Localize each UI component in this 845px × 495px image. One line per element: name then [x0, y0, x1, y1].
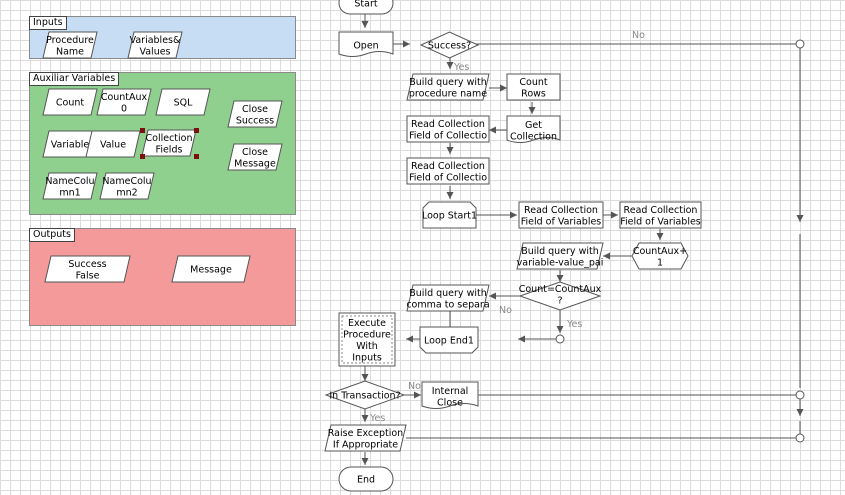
label-transaction-yes: Yes: [369, 413, 385, 424]
flow-success-decision[interactable]: Success?: [419, 31, 480, 59]
var-value[interactable]: Value: [85, 130, 141, 158]
flow-countaux-increment[interactable]: CountAux+1: [631, 242, 689, 270]
flow-open-label: Open: [353, 41, 378, 52]
label-transaction-no: No: [408, 381, 421, 392]
flow-count-equals-decision-label: Count=CountAux?: [519, 284, 602, 307]
flow-in-transaction-decision-label: In Transaction?: [329, 391, 400, 402]
flow-loop-end[interactable]: Loop End1: [419, 326, 479, 354]
flow-count-equals-decision[interactable]: Count=CountAux?: [518, 281, 602, 311]
flow-open[interactable]: Open: [338, 31, 394, 57]
label-count-yes: Yes: [566, 319, 582, 330]
label-success-no: No: [632, 30, 645, 41]
junction-internal-close[interactable]: [795, 390, 805, 400]
junction-loop-yes[interactable]: [555, 334, 565, 344]
var-sql[interactable]: SQL: [155, 88, 211, 116]
junction-raise-exception[interactable]: [795, 433, 805, 443]
flow-start-label: Start: [354, 0, 377, 10]
flow-loop-end-label: Loop End1: [424, 336, 474, 347]
var-message[interactable]: Message: [171, 255, 251, 283]
var-variables-values[interactable]: Variables&Values: [127, 31, 183, 59]
flow-in-transaction-decision[interactable]: In Transaction?: [324, 380, 406, 410]
var-message-label: Message: [190, 265, 232, 276]
var-variables-values-label: Variables&Values: [130, 35, 181, 58]
var-variable-label: Variable: [51, 140, 90, 151]
var-count[interactable]: Count: [42, 88, 98, 116]
var-value-label: Value: [100, 140, 126, 151]
var-sql-label: SQL: [174, 98, 194, 109]
flow-start[interactable]: Start: [338, 0, 394, 15]
junction-success-no[interactable]: [795, 39, 805, 49]
flow-loop-start-label: Loop Start1: [422, 211, 477, 222]
inputs-panel-title: Inputs: [29, 16, 67, 30]
aux-panel-title: Auxiliar Variables: [29, 72, 120, 86]
var-count-label: Count: [56, 98, 84, 109]
flow-end-label: End: [357, 475, 375, 486]
flow-countaux-increment-label: CountAux+1: [633, 246, 687, 269]
label-count-no: No: [499, 305, 512, 316]
flow-loop-start[interactable]: Loop Start1: [422, 201, 477, 229]
flow-end[interactable]: End: [338, 466, 394, 492]
label-success-yes: Yes: [453, 62, 469, 73]
outputs-panel-title: Outputs: [29, 228, 75, 242]
flow-success-decision-label: Success?: [428, 41, 471, 52]
